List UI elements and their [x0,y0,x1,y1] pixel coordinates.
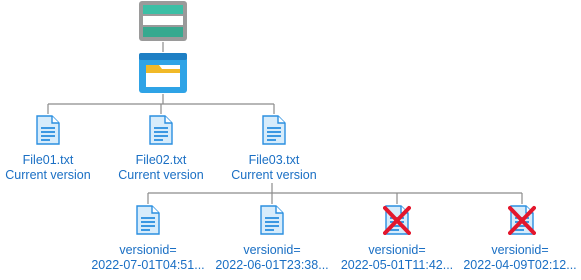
file02-name: File02.txt [135,153,187,167]
file03-status: Current version [231,168,317,182]
version3-id: 2022-05-01T11:42... [340,258,454,272]
version4-label: versionid= 2022-04-09T02:12... [460,243,580,273]
file02-document-icon [149,115,173,145]
blob-container-icon [139,53,187,93]
file02-status: Current version [118,168,204,182]
version1-key: versionid= [119,243,177,257]
storage-account-icon [139,1,187,41]
file01-document-icon [36,115,60,145]
version3-label: versionid= 2022-05-01T11:42... [337,243,457,273]
version4-key: versionid= [491,243,549,257]
file03-label: File03.txt Current version [226,153,322,183]
file02-label: File02.txt Current version [113,153,209,183]
version3-deleted-document-icon [383,205,411,235]
file03-document-icon [262,115,286,145]
file01-name: File01.txt [22,153,74,167]
file01-status: Current version [5,168,91,182]
version1-id: 2022-07-01T04:51... [91,258,205,272]
file01-label: File01.txt Current version [0,153,96,183]
version4-deleted-document-icon [508,205,536,235]
version2-label: versionid= 2022-06-01T23:38... [212,243,332,273]
version4-id: 2022-04-09T02:12... [463,258,577,272]
version1-document-icon [136,205,160,235]
version1-label: versionid= 2022-07-01T04:51... [88,243,208,273]
file03-name: File03.txt [248,153,300,167]
version2-document-icon [260,205,284,235]
version2-key: versionid= [243,243,301,257]
version3-key: versionid= [368,243,426,257]
version2-id: 2022-06-01T23:38... [215,258,329,272]
